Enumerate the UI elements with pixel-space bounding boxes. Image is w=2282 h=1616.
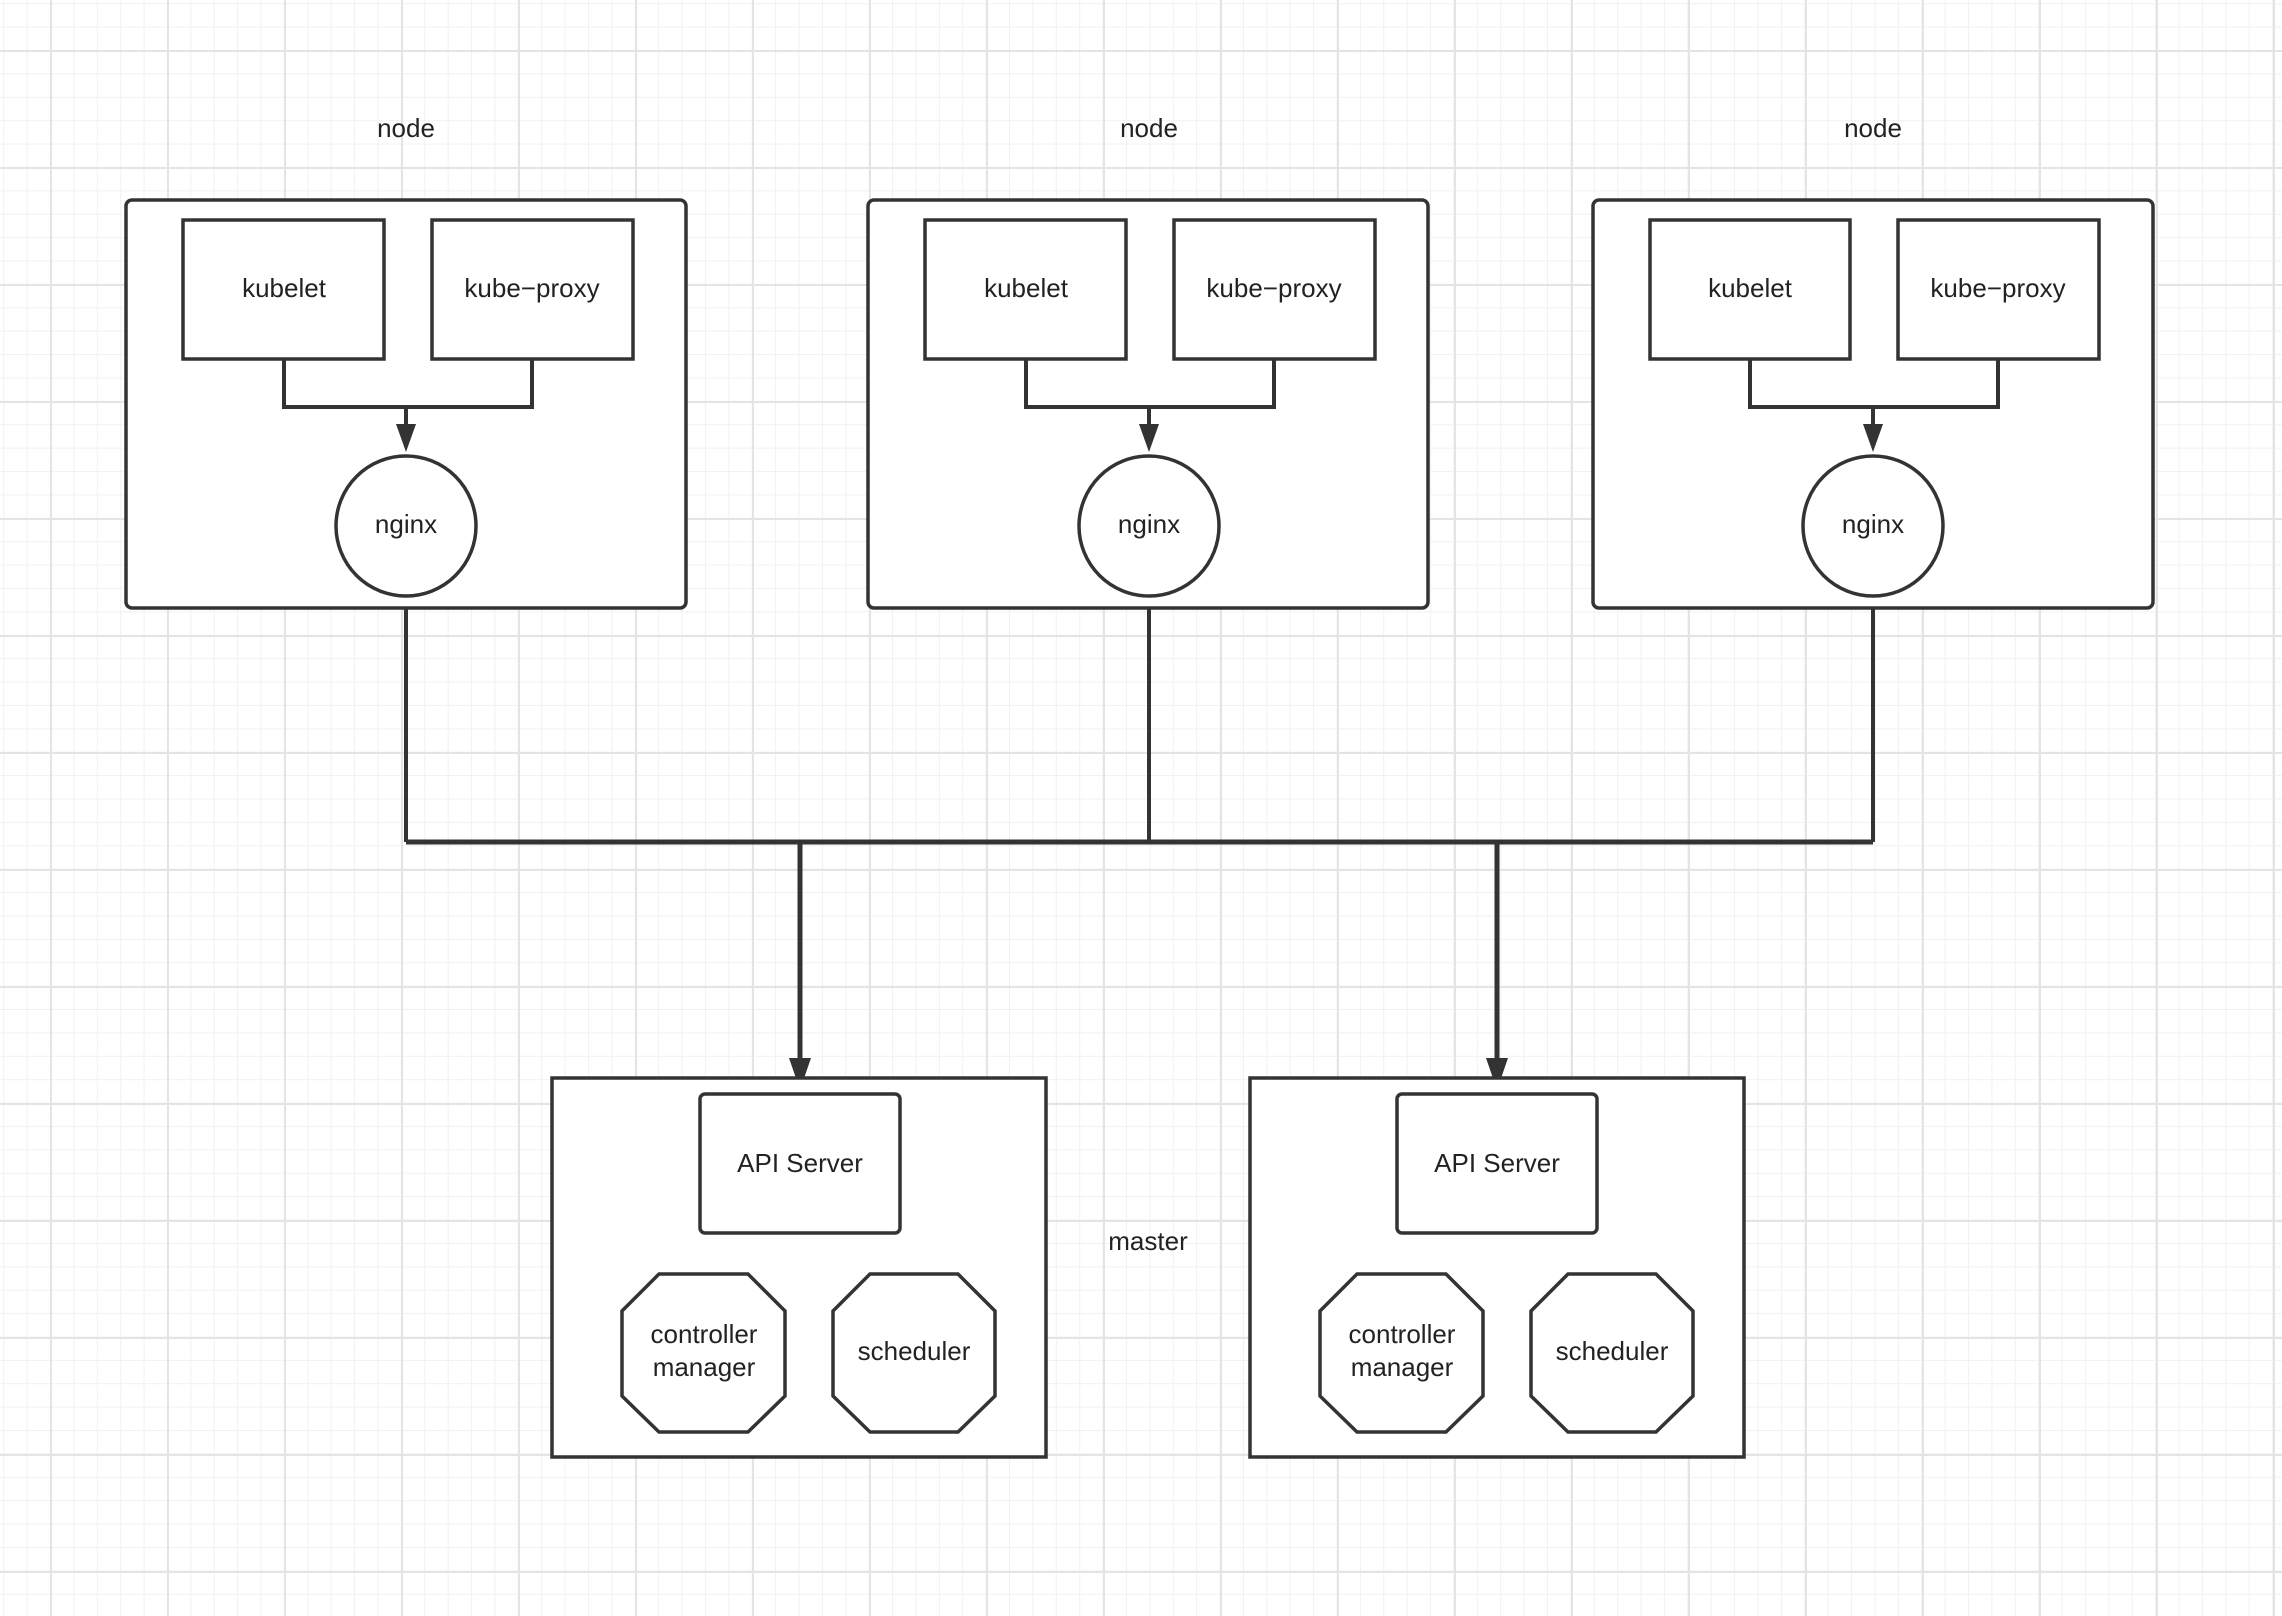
api-server-label: API Server [737,1148,863,1178]
api-server-box[interactable] [698,1092,902,1235]
node-title: node [1844,113,1902,143]
controller-manager-line2: manager [653,1352,756,1382]
kubelet-box[interactable] [923,218,1128,361]
nginx-arrowhead [1139,424,1159,452]
node-title: node [377,113,435,143]
kubelet-label: kubelet [984,273,1069,303]
scheduler-octagon[interactable] [831,1272,997,1434]
kubelet-label: kubelet [1708,273,1793,303]
master-2: API Server controller manager scheduler [1248,1076,1746,1459]
controller-manager-line1: controller [1349,1319,1456,1349]
kube-proxy-box[interactable] [1896,218,2101,361]
connection-lines [404,597,1875,1090]
kube-proxy-label: kube−proxy [1206,273,1341,303]
node-3: node kubelet kube−proxy nginx [1591,113,2155,610]
controller-manager-line1: controller [651,1319,758,1349]
nginx-circle[interactable] [1801,454,1945,598]
scheduler-label: scheduler [858,1336,971,1366]
kubelet-label: kubelet [242,273,327,303]
scheduler-octagon[interactable] [1529,1272,1695,1434]
controller-manager-octagon[interactable] [620,1272,787,1434]
nginx-arrowhead [396,424,416,452]
kube-proxy-box[interactable] [1172,218,1377,361]
node-1: node kubelet kube−proxy nginx [124,113,688,610]
controller-manager-line2: manager [1351,1352,1454,1382]
nginx-arrowhead [1863,424,1883,452]
nginx-label: nginx [375,509,437,539]
kubelet-box[interactable] [181,218,386,361]
controller-manager-octagon[interactable] [1318,1272,1485,1434]
node-2: node kubelet kube−proxy nginx [866,113,1430,610]
master-label: master [1108,1226,1188,1256]
nginx-label: nginx [1118,509,1180,539]
nginx-circle[interactable] [334,454,478,598]
kube-proxy-label: kube−proxy [1930,273,2065,303]
master-1-arrowhead [789,1058,811,1090]
kube-proxy-label: kube−proxy [464,273,599,303]
master-2-arrowhead [1486,1058,1508,1090]
scheduler-label: scheduler [1556,1336,1669,1366]
kube-proxy-box[interactable] [430,218,635,361]
api-server-box[interactable] [1395,1092,1599,1235]
node-title: node [1120,113,1178,143]
master-1: API Server controller manager scheduler [550,1076,1048,1459]
api-server-label: API Server [1434,1148,1560,1178]
nginx-label: nginx [1842,509,1904,539]
nginx-circle[interactable] [1077,454,1221,598]
